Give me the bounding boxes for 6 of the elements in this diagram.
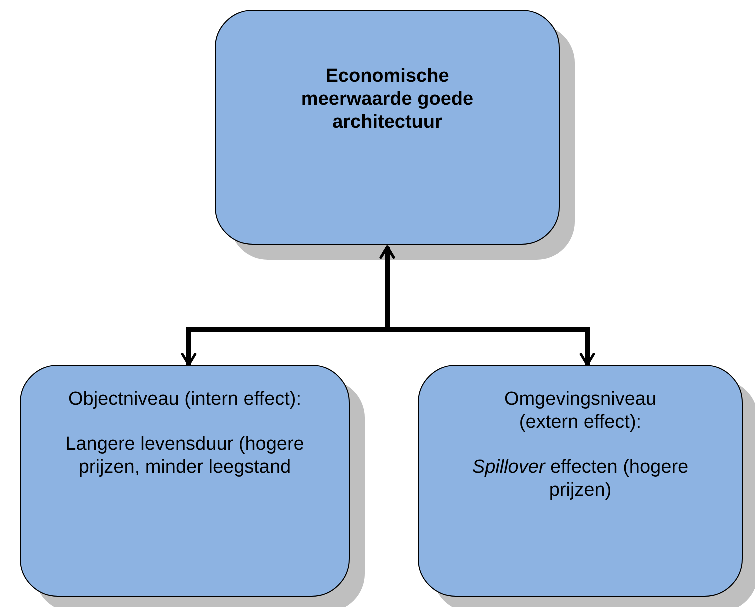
heading-text: Economische meerwaarde goede architectuur (300, 65, 475, 134)
level-label: Objectniveau (intern effect): (68, 388, 302, 411)
arrow (380, 246, 596, 366)
effect-description: Langere levensduur (hogere prijzen, minder leegstand (64, 433, 306, 479)
effect-description: Spillover effecten (hogere prijzen) (471, 456, 690, 502)
level-label: Omgevingsniveau (extern effect): (503, 388, 658, 434)
